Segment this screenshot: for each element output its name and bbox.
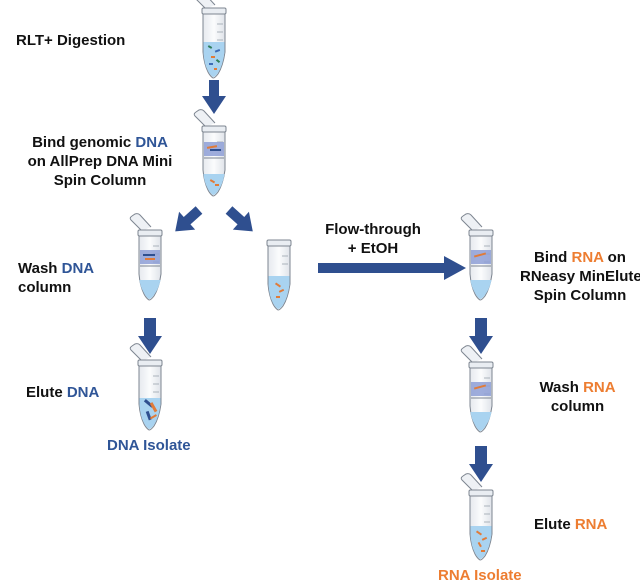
dna-highlight: DNA bbox=[61, 260, 95, 277]
dna-highlight: DNA bbox=[135, 134, 168, 151]
bind-rna-line3: Spin Column bbox=[533, 287, 627, 304]
rna-highlight: RNA bbox=[574, 516, 608, 533]
dna-spin-column-tube bbox=[193, 109, 227, 197]
flow-through-line1: Flow-through bbox=[325, 221, 421, 238]
arrow-down-1 bbox=[202, 80, 226, 114]
dna-isolate-text: DNA Isolate bbox=[107, 437, 191, 454]
label-dna-isolate: DNA Isolate bbox=[107, 436, 191, 455]
dna-highlight: DNA bbox=[66, 384, 100, 401]
wash-rna-column-tube bbox=[460, 345, 494, 433]
label-rna-isolate: RNA Isolate bbox=[438, 566, 522, 585]
bind-rna-text: Bind bbox=[534, 249, 572, 266]
flow-through-line2: + EtOH bbox=[347, 240, 399, 257]
label-wash-dna-column: Wash DNA column bbox=[18, 259, 94, 297]
label-bind-genomic-dna: Bind genomic DNA on AllPrep DNA Mini Spi… bbox=[10, 133, 190, 190]
wash-rna-line2: column bbox=[550, 398, 605, 415]
bind-dna-line2: on AllPrep DNA Mini bbox=[27, 153, 173, 170]
arrow-diagonal-right bbox=[225, 206, 253, 232]
arrow-down-rna-1 bbox=[469, 318, 493, 354]
bind-rna-line2: RNeasy MinElute bbox=[520, 268, 640, 285]
elute-dna-text: Elute bbox=[26, 384, 67, 401]
label-wash-rna-column: Wash RNA column bbox=[525, 378, 630, 416]
bind-dna-text: Bind genomic bbox=[32, 134, 136, 151]
wash-dna-line2: column bbox=[18, 279, 72, 296]
arrow-down-dna bbox=[138, 318, 162, 354]
digestion-tube bbox=[193, 0, 227, 79]
label-elute-rna: Elute RNA bbox=[534, 515, 607, 534]
arrow-right-flow-through bbox=[318, 256, 466, 280]
rna-isolate-text: RNA Isolate bbox=[438, 567, 522, 584]
wash-dna-text: Wash bbox=[18, 260, 62, 277]
rna-isolate-tube bbox=[460, 473, 494, 561]
bind-dna-line3: Spin Column bbox=[53, 172, 147, 189]
arrow-down-rna-2 bbox=[469, 446, 493, 482]
rna-highlight: RNA bbox=[571, 249, 604, 266]
elute-rna-text: Elute bbox=[534, 516, 575, 533]
wash-dna-column-tube bbox=[129, 213, 163, 301]
label-rlt-digestion: RLT+ Digestion bbox=[16, 31, 125, 50]
dna-isolate-tube bbox=[129, 343, 163, 431]
rlt-digestion-text: RLT+ Digestion bbox=[16, 32, 126, 49]
rna-spin-column-tube bbox=[460, 213, 494, 301]
rna-highlight: RNA bbox=[583, 379, 616, 396]
label-flow-through: Flow-through + EtOH bbox=[318, 220, 428, 258]
bind-rna-on: on bbox=[603, 249, 626, 266]
wash-rna-text: Wash bbox=[539, 379, 584, 396]
flow-through-tube bbox=[266, 239, 292, 311]
label-elute-dna: Elute DNA bbox=[26, 383, 99, 402]
label-bind-rna: Bind RNA on RNeasy MinElute Spin Column bbox=[520, 248, 640, 305]
arrow-diagonal-left bbox=[175, 206, 203, 232]
